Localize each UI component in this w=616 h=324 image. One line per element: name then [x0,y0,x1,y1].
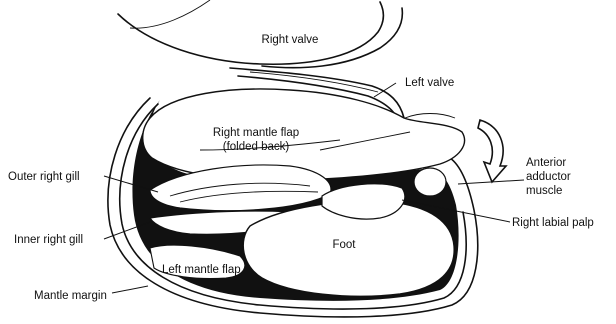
label-right-valve: Right valve [262,34,319,46]
anterior-adductor-muscle-shape [414,168,446,196]
label-anterior-line1: Anterior [526,157,566,169]
right-mantle-flap-shape [143,89,465,180]
label-mantle-margin: Mantle margin [34,290,107,302]
label-anterior-line2: adductor [526,171,571,183]
label-right-labial-palp: Right labial palp [512,217,594,229]
label-left-mantle-flap: Left mantle flap [162,264,241,276]
label-foot: Foot [332,239,356,251]
label-outer-right-gill: Outer right gill [8,171,80,183]
right-valve-shape [118,0,402,68]
label-right-mantle-flap-line1: Right mantle flap [213,127,299,139]
label-left-valve: Left valve [405,77,454,89]
label-anterior-line3: muscle [526,185,562,197]
rotation-arrow-icon [478,120,506,182]
label-inner-right-gill: Inner right gill [14,234,83,246]
label-right-mantle-flap-line2: (folded back) [223,141,290,153]
